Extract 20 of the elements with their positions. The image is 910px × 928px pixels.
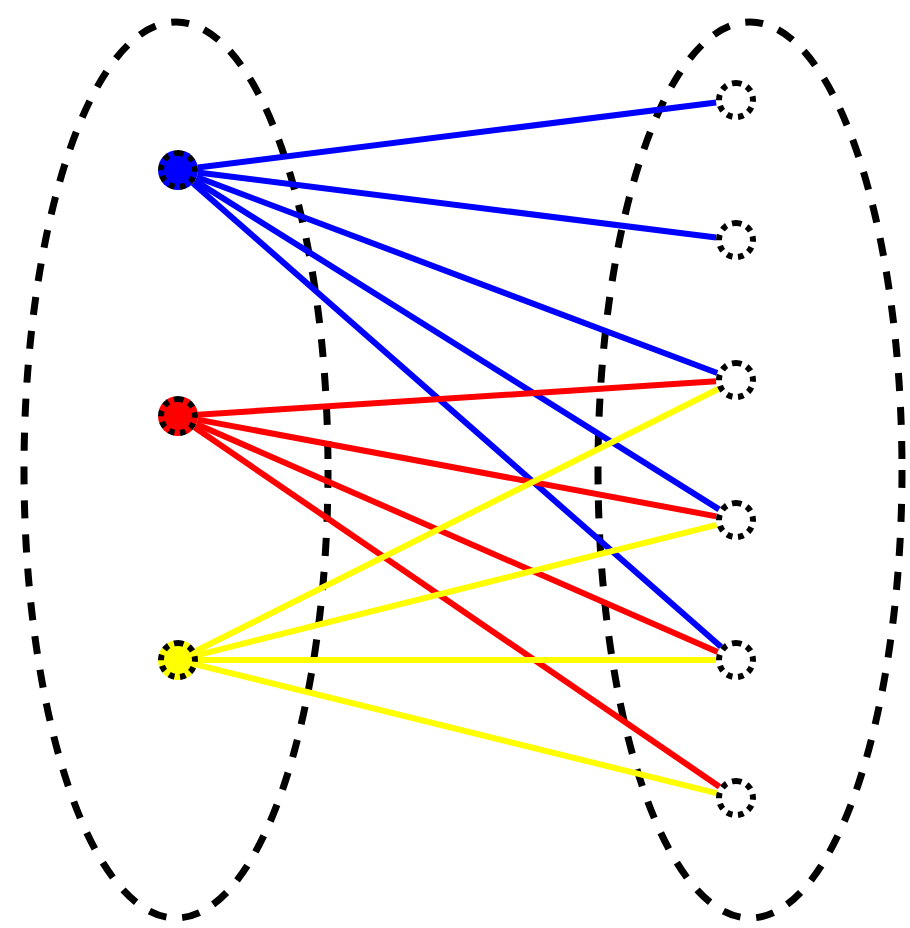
- dotted-circle: [158, 396, 198, 436]
- connector-line: [197, 99, 717, 171]
- connector-line: [197, 416, 717, 520]
- connector-line: [195, 174, 719, 376]
- dotted-circle: [716, 360, 756, 400]
- connector-line: [196, 661, 718, 797]
- dotted-circle: [716, 80, 756, 120]
- dotted-circle: [716, 640, 756, 680]
- dotted-circle: [716, 220, 756, 260]
- connector-line: [192, 424, 722, 790]
- dotted-circle: [716, 778, 756, 818]
- connector-line: [197, 378, 717, 418]
- connector-line: [191, 180, 723, 650]
- dotted-circle: [158, 150, 198, 190]
- dotted-circle: [158, 640, 198, 680]
- connector-line: [196, 521, 718, 659]
- connector-line: [198, 657, 716, 663]
- connector-line: [193, 178, 721, 512]
- dotted-circle: [716, 500, 756, 540]
- connector-line: [197, 169, 717, 241]
